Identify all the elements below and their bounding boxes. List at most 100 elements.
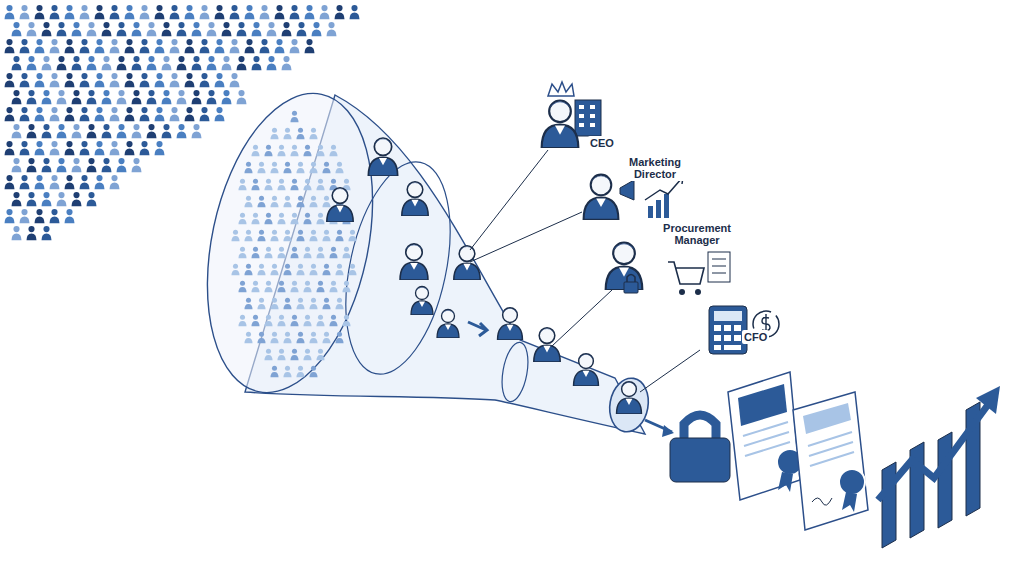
role-label: CFO xyxy=(742,330,769,344)
person xyxy=(80,107,90,121)
person xyxy=(257,332,265,344)
person xyxy=(277,213,285,225)
person xyxy=(20,73,30,87)
art-g xyxy=(648,194,669,218)
person xyxy=(27,90,37,104)
person xyxy=(296,332,304,344)
person xyxy=(5,39,15,53)
art-path xyxy=(878,402,990,500)
person xyxy=(155,39,165,53)
person xyxy=(454,246,480,280)
art-rect xyxy=(656,200,661,218)
person xyxy=(335,332,343,344)
person xyxy=(132,158,142,172)
person xyxy=(264,145,272,157)
person xyxy=(283,366,291,378)
person xyxy=(350,5,360,19)
person xyxy=(87,56,97,70)
person xyxy=(72,56,82,70)
person xyxy=(303,213,311,225)
person xyxy=(215,107,225,121)
person xyxy=(342,281,350,293)
person xyxy=(155,141,165,155)
growth-chart xyxy=(878,386,1000,548)
person xyxy=(50,5,60,19)
person xyxy=(110,141,120,155)
person xyxy=(260,5,270,19)
person xyxy=(251,213,259,225)
person xyxy=(35,73,45,87)
person xyxy=(35,209,45,223)
person xyxy=(303,179,311,191)
person xyxy=(257,264,265,276)
person xyxy=(303,145,311,157)
art-use xyxy=(584,175,619,220)
person xyxy=(87,124,97,138)
person xyxy=(257,298,265,310)
art-path xyxy=(470,212,582,262)
person xyxy=(322,230,330,242)
person xyxy=(264,179,272,191)
person xyxy=(282,22,292,36)
person xyxy=(617,382,642,414)
role-label: Marketing Director xyxy=(622,155,688,181)
person xyxy=(335,298,343,310)
person xyxy=(27,226,37,240)
person xyxy=(12,90,22,104)
art-rect xyxy=(624,282,638,293)
person xyxy=(296,298,304,310)
art-rect xyxy=(670,438,730,482)
person xyxy=(50,175,60,189)
person xyxy=(72,22,82,36)
person xyxy=(155,107,165,121)
person xyxy=(87,90,97,104)
person xyxy=(283,298,291,310)
person xyxy=(42,90,52,104)
person xyxy=(303,247,311,259)
person xyxy=(80,141,90,155)
person xyxy=(277,179,285,191)
person xyxy=(192,22,202,36)
person xyxy=(270,128,278,140)
person xyxy=(322,162,330,174)
person xyxy=(251,315,259,327)
person xyxy=(222,90,232,104)
art-path xyxy=(627,275,635,283)
art-rect xyxy=(724,335,731,341)
art-circle xyxy=(679,289,685,295)
person xyxy=(244,162,252,174)
person xyxy=(35,141,45,155)
person xyxy=(140,39,150,53)
person xyxy=(327,188,353,222)
person xyxy=(140,73,150,87)
person xyxy=(400,244,428,280)
art-path xyxy=(803,403,851,434)
person xyxy=(95,175,105,189)
person xyxy=(264,247,272,259)
person xyxy=(185,39,195,53)
person xyxy=(5,5,15,19)
person xyxy=(200,5,210,19)
art-path xyxy=(668,262,704,284)
person xyxy=(309,128,317,140)
art-path xyxy=(778,472,793,492)
person xyxy=(185,73,195,87)
person xyxy=(65,141,75,155)
person xyxy=(42,192,52,206)
person xyxy=(170,73,180,87)
person xyxy=(290,145,298,157)
person xyxy=(327,22,337,36)
person xyxy=(72,192,82,206)
person xyxy=(80,175,90,189)
person xyxy=(296,264,304,276)
person xyxy=(270,230,278,242)
art-rect xyxy=(590,114,595,118)
person xyxy=(20,39,30,53)
person xyxy=(5,141,15,155)
art-rect xyxy=(734,325,741,331)
inner-crowd xyxy=(231,111,356,378)
person xyxy=(95,107,105,121)
person xyxy=(283,264,291,276)
funnel-mouth xyxy=(182,78,398,408)
person xyxy=(329,145,337,157)
